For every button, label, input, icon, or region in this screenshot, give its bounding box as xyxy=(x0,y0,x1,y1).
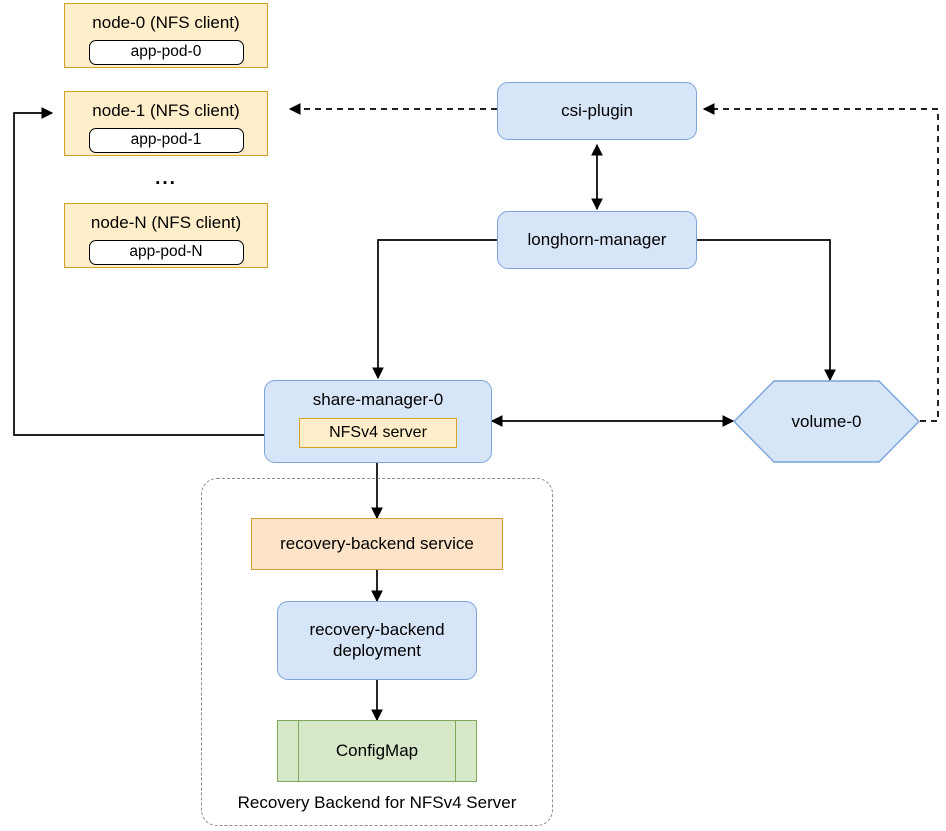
recovery-backend-group-caption: Recovery Backend for NFSv4 Server xyxy=(237,793,517,812)
share-manager-box[interactable]: share-manager-0 NFSv4 server xyxy=(264,380,492,463)
longhorn-manager-label: longhorn-manager xyxy=(527,229,667,249)
client-node-0-title: node-0 (NFS client) xyxy=(92,13,240,32)
nfsv4-server-label: NFSv4 server xyxy=(329,423,427,441)
app-pod-1-label: app-pod-1 xyxy=(130,131,202,149)
configmap-right-rule xyxy=(455,721,456,781)
recovery-backend-deployment-label-line1: recovery-backend xyxy=(309,620,445,640)
client-nodes-ellipsis: ... xyxy=(155,168,177,189)
client-node-n-title: node-N (NFS client) xyxy=(90,213,242,232)
client-node-0[interactable]: node-0 (NFS client) app-pod-0 xyxy=(64,3,268,68)
recovery-backend-deployment-label-line2: deployment xyxy=(333,640,421,660)
configmap-label: ConfigMap xyxy=(335,740,419,760)
recovery-backend-service-box[interactable]: recovery-backend service xyxy=(251,518,503,570)
share-manager-title: share-manager-0 xyxy=(312,390,444,409)
app-pod-n-label: app-pod-N xyxy=(129,243,203,261)
client-node-1[interactable]: node-1 (NFS client) app-pod-1 xyxy=(64,91,268,156)
recovery-backend-service-label: recovery-backend service xyxy=(280,533,474,553)
edge-longhorn-manager-to-volume xyxy=(697,239,836,382)
edge-volume-to-csi-plugin xyxy=(702,103,939,422)
client-node-n[interactable]: node-N (NFS client) app-pod-N xyxy=(64,203,268,268)
app-pod-1[interactable]: app-pod-1 xyxy=(88,128,244,154)
recovery-backend-group xyxy=(201,478,553,826)
app-pod-n[interactable]: app-pod-N xyxy=(88,240,244,266)
volume-0-label: volume-0 xyxy=(791,411,862,431)
longhorn-manager-box[interactable]: longhorn-manager xyxy=(497,211,697,269)
configmap-left-rule xyxy=(298,721,299,781)
edge-longhorn-manager-to-share-manager xyxy=(372,239,497,380)
edge-nfs-server-to-node-1 xyxy=(13,107,296,436)
configmap-box[interactable]: ConfigMap xyxy=(277,720,477,782)
app-pod-0[interactable]: app-pod-0 xyxy=(88,40,244,66)
volume-0-hexagon[interactable]: volume-0 xyxy=(733,380,920,463)
app-pod-0-label: app-pod-0 xyxy=(130,43,202,61)
nfsv4-server-box[interactable]: NFSv4 server xyxy=(299,418,457,449)
client-node-1-title: node-1 (NFS client) xyxy=(92,101,240,120)
csi-plugin-label: csi-plugin xyxy=(561,100,633,120)
recovery-backend-deployment-box[interactable]: recovery-backend deployment xyxy=(277,601,477,680)
csi-plugin-box[interactable]: csi-plugin xyxy=(497,82,697,140)
